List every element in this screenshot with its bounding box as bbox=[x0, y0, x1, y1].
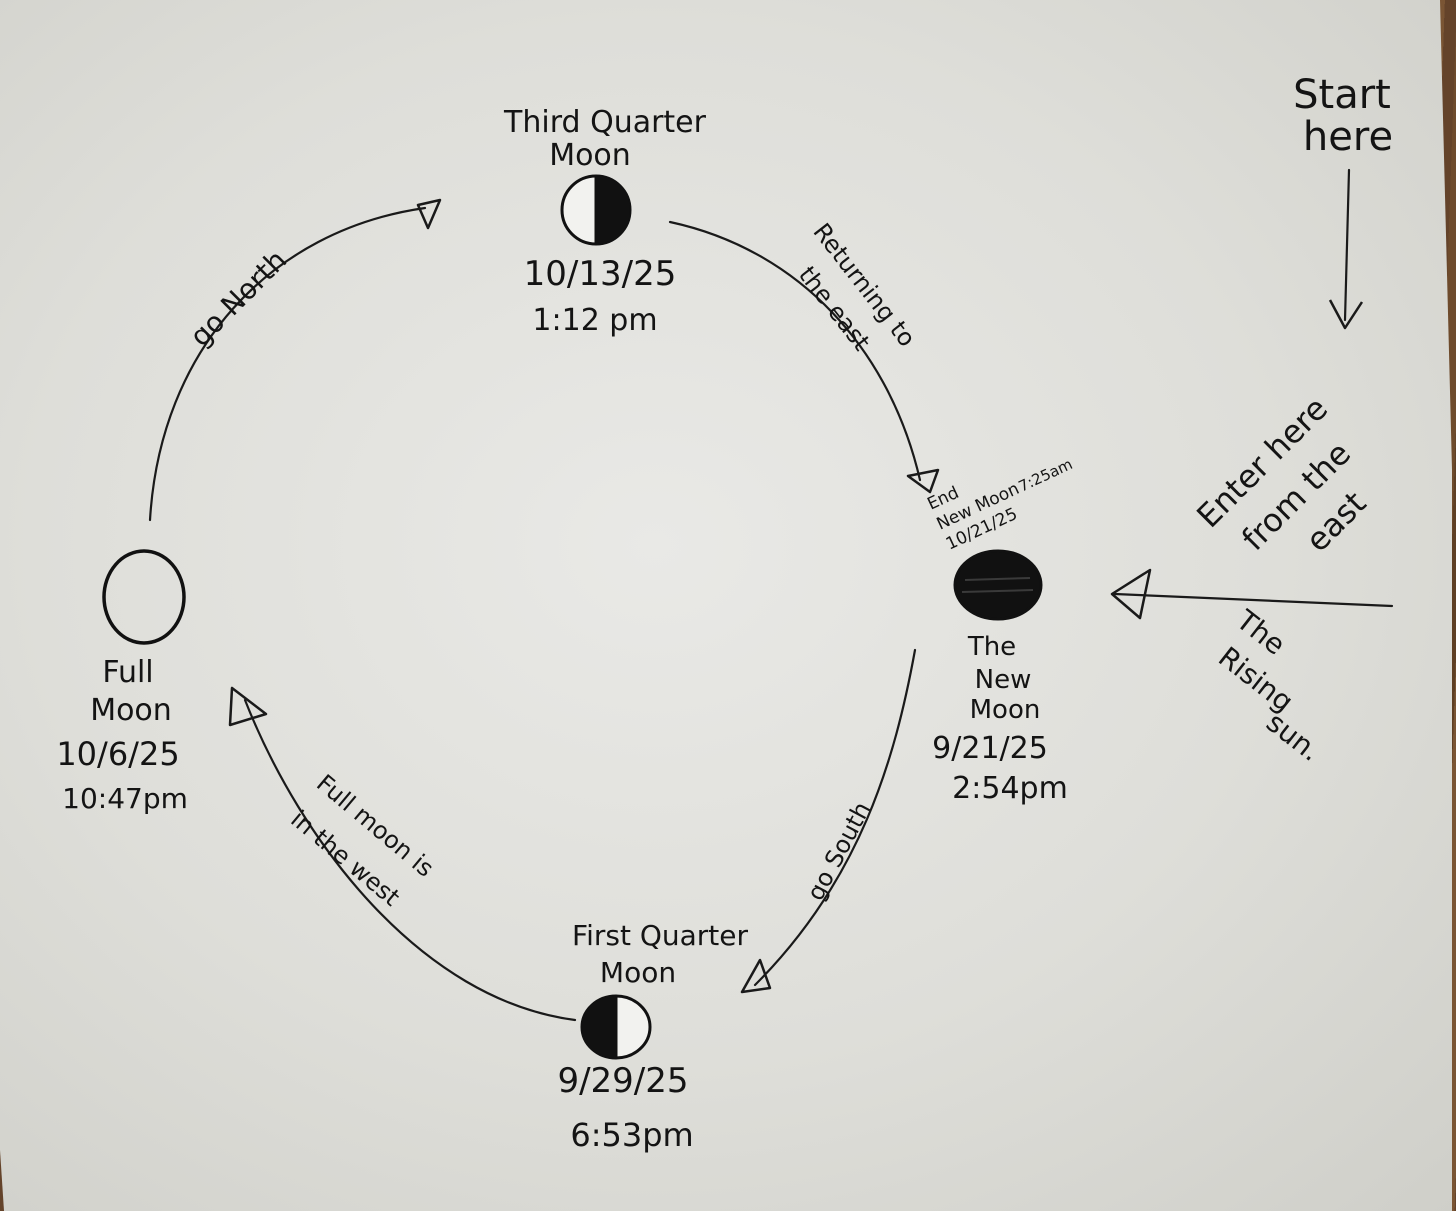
arc-label-north: go North bbox=[183, 243, 293, 353]
third-quarter-label-line2: Moon bbox=[549, 138, 631, 173]
arrow-shaft-sun bbox=[1113, 592, 1394, 608]
full-moon-date: 10/6/25 bbox=[56, 735, 179, 773]
third-quarter-label-line1: Third Quarter bbox=[503, 105, 707, 140]
full-moon-time: 10:47pm bbox=[62, 782, 188, 815]
arrowhead-third-quarter bbox=[416, 198, 442, 230]
arrowhead-new-moon bbox=[906, 468, 940, 494]
start-label: Start bbox=[1293, 72, 1391, 118]
first-quarter-label-line1: First Quarter bbox=[572, 919, 748, 952]
arc-new-to-first-quarter bbox=[753, 648, 917, 987]
arrow-shaft-start bbox=[1343, 168, 1351, 322]
arc-third-quarter-to-new bbox=[668, 220, 922, 482]
new-moon-label-line1: The bbox=[967, 632, 1016, 662]
first-quarter-moon-icon bbox=[580, 994, 652, 1060]
end-new-moon-time: 7:25am bbox=[1016, 455, 1076, 496]
third-quarter-moon-icon bbox=[560, 174, 632, 246]
arrowhead-sun bbox=[1110, 568, 1152, 620]
new-moon-label-line3: Moon bbox=[970, 695, 1041, 725]
start-label-line2: here bbox=[1303, 114, 1393, 160]
arrowhead-full-moon bbox=[228, 686, 268, 727]
third-quarter-date: 10/13/25 bbox=[524, 254, 677, 294]
third-quarter-time: 1:12 pm bbox=[532, 303, 657, 338]
first-quarter-time: 6:53pm bbox=[570, 1116, 693, 1154]
new-moon-date: 9/21/25 bbox=[932, 731, 1048, 766]
full-moon-icon bbox=[102, 549, 186, 645]
new-moon-icon bbox=[953, 549, 1043, 621]
arc-first-quarter-to-full bbox=[243, 698, 577, 1022]
arrowhead-start bbox=[1328, 299, 1364, 330]
arc-label-south: go South bbox=[801, 797, 876, 905]
first-quarter-date: 9/29/25 bbox=[557, 1061, 688, 1101]
full-moon-label-line1: Full bbox=[102, 655, 153, 690]
first-quarter-label-line2: Moon bbox=[600, 956, 676, 989]
new-moon-time: 2:54pm bbox=[952, 771, 1068, 806]
rising-sun-line2: Rising bbox=[1212, 640, 1299, 718]
full-moon-label-line2: Moon bbox=[90, 693, 172, 728]
arrowhead-first-quarter bbox=[740, 958, 772, 994]
rising-sun-line3: sun. bbox=[1260, 706, 1327, 768]
arc-full-to-third-quarter bbox=[148, 206, 427, 522]
new-moon-label-line2: New bbox=[975, 665, 1032, 695]
